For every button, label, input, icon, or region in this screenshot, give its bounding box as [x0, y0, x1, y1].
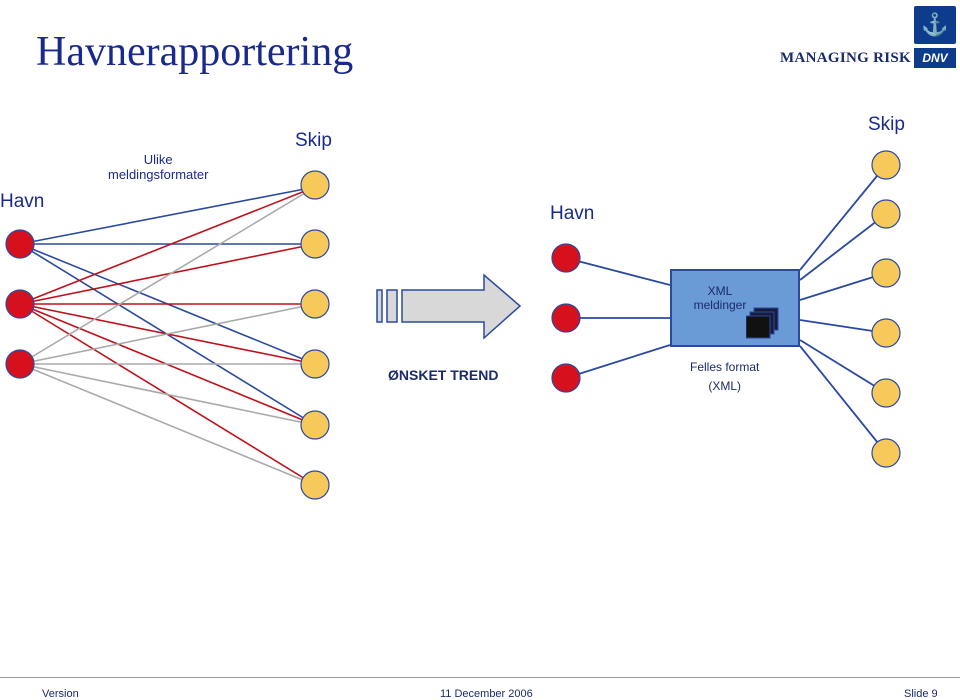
right-ship-nodes [871, 150, 901, 468]
felles-line1: Felles format [690, 360, 760, 374]
port-node [5, 289, 35, 319]
port-node [551, 363, 581, 393]
ship-node [300, 289, 330, 319]
ship-node [871, 378, 901, 408]
trend-label: ØNSKET TREND [388, 367, 499, 383]
ship-node [300, 229, 330, 259]
port-node [5, 349, 35, 379]
ship-node [300, 410, 330, 440]
xml-line2: meldinger [693, 298, 747, 312]
xml-hub-text: XML meldinger [670, 284, 770, 312]
left-port-nodes [5, 229, 35, 379]
ship-node [300, 170, 330, 200]
footer-slide: Slide 9 [904, 688, 938, 700]
document-stack-icon [746, 307, 779, 339]
ship-node [871, 438, 901, 468]
port-node [5, 229, 35, 259]
formats-label: Ulike meldingsformater [108, 152, 208, 182]
formats-line2: meldingsformater [108, 167, 209, 182]
page-title: Havnerapportering [36, 29, 354, 75]
footer-divider [0, 677, 960, 678]
xml-line1: XML [707, 284, 733, 298]
felles-line2: (XML) [708, 379, 742, 393]
trend-arrow [376, 273, 522, 340]
anchor-icon: ⚓ [914, 6, 956, 44]
left-havn-label: Havn [0, 191, 45, 212]
port-node [551, 243, 581, 273]
common-format-label: Felles format (XML) [690, 358, 759, 396]
dnv-logo: ⚓ DNV [914, 6, 956, 68]
ship-node [300, 349, 330, 379]
right-port-nodes [551, 243, 581, 393]
port-node [551, 303, 581, 333]
left-skip-label: Skip [295, 130, 332, 151]
ship-node [300, 470, 330, 500]
ship-node [871, 258, 901, 288]
left-ship-nodes [300, 170, 330, 500]
right-connection-lines [565, 164, 887, 454]
ship-node [871, 318, 901, 348]
logo-text: DNV [914, 48, 956, 68]
ship-node [871, 199, 901, 229]
ship-node [871, 150, 901, 180]
footer-version: Version [42, 688, 79, 700]
formats-line1: Ulike [143, 152, 173, 167]
brand-text: MANAGING RISK [780, 50, 911, 66]
left-connection-lines [19, 186, 316, 486]
right-skip-label: Skip [868, 114, 905, 135]
right-havn-label: Havn [550, 203, 595, 224]
footer-date: 11 December 2006 [440, 688, 533, 700]
